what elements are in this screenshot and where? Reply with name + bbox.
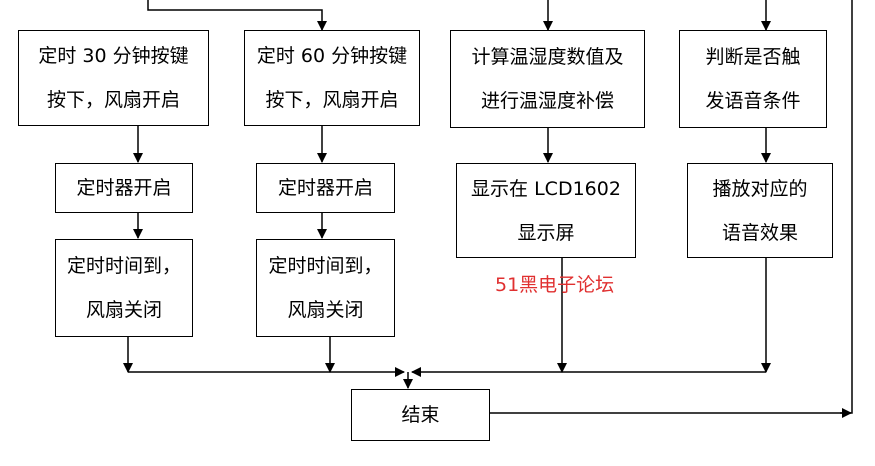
timer30-pressed-label: 定时 30 分钟按键 按下，风扇开启 (38, 45, 189, 111)
end-label: 结束 (401, 404, 440, 426)
timeout-fan-off-label-2: 定时时间到， 风扇关闭 (268, 255, 383, 321)
end-box: 结束 (351, 389, 490, 441)
calc-temp-humidity-box: 计算温湿度数值及 进行温湿度补偿 (450, 30, 645, 128)
voice-condition-label: 判断是否触 发语音条件 (705, 46, 801, 112)
timer60-pressed-label: 定时 60 分钟按键 按下，风扇开启 (256, 45, 408, 111)
arrow-top-to-timer60 (147, 0, 327, 31)
timer-start-box-2: 定时器开启 (256, 163, 395, 213)
watermark-text: 51黑电子论坛 (495, 274, 615, 296)
voice-condition-box: 判断是否触 发语音条件 (679, 30, 827, 128)
timer30-pressed-box: 定时 30 分钟按键 按下，风扇开启 (18, 30, 209, 126)
play-voice-box: 播放对应的 语音效果 (687, 163, 833, 258)
calc-temp-humidity-label: 计算温湿度数值及 进行温湿度补偿 (471, 46, 624, 112)
timeout-fan-off-box-1: 定时时间到， 风扇关闭 (55, 239, 193, 337)
timer-start-box-1: 定时器开启 (55, 163, 193, 213)
timeout-fan-off-label-1: 定时时间到， 风扇关闭 (66, 255, 181, 321)
timeout-fan-off-box-2: 定时时间到， 风扇关闭 (256, 239, 395, 337)
right-loop-line (490, 0, 853, 414)
lcd-display-box: 显示在 LCD1602 显示屏 (456, 163, 636, 258)
timer-start-label-1: 定时器开启 (76, 177, 172, 199)
timer-start-label-2: 定时器开启 (277, 177, 373, 199)
play-voice-label: 播放对应的 语音效果 (712, 177, 808, 244)
lcd-display-label: 显示在 LCD1602 显示屏 (471, 177, 621, 244)
timer60-pressed-box: 定时 60 分钟按键 按下，风扇开启 (244, 30, 420, 126)
